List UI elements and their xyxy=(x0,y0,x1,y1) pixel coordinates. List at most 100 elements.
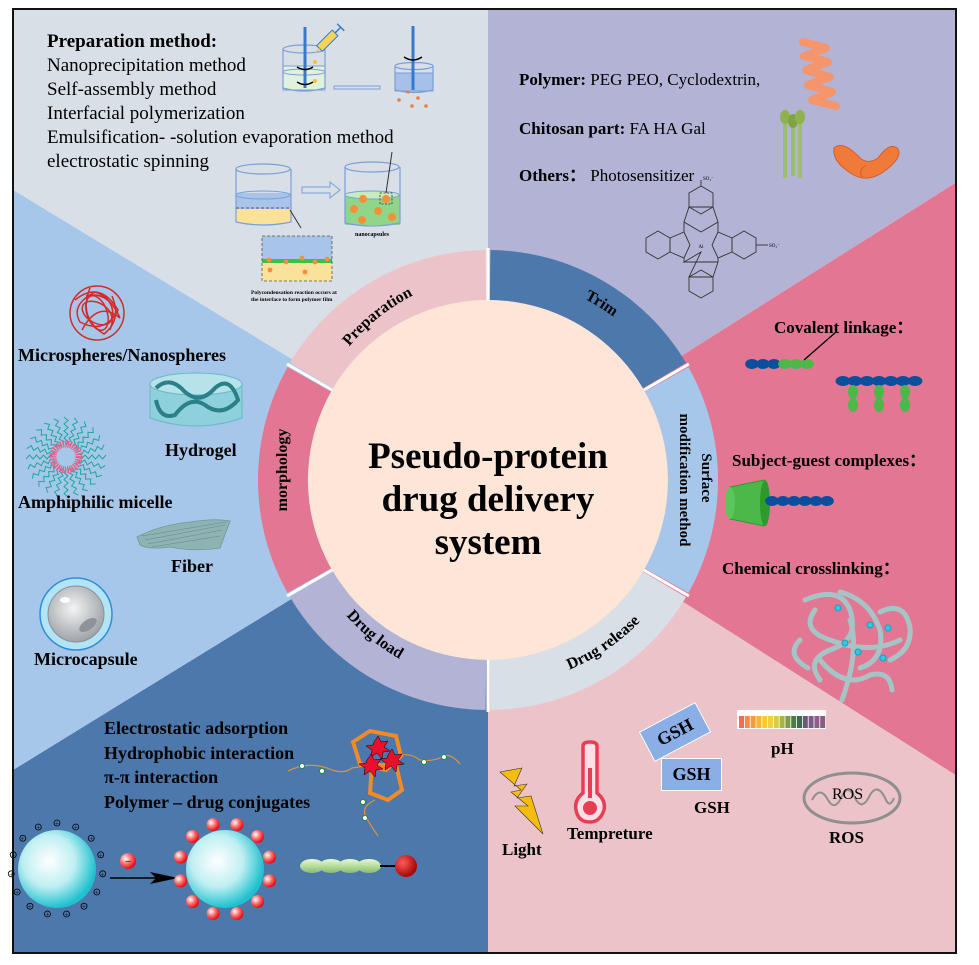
polymer-bead xyxy=(820,496,834,506)
polymer-drug-conjugate-illustration xyxy=(300,855,417,877)
ph-scale-cell xyxy=(756,716,762,728)
positive-charge-icon xyxy=(34,823,42,831)
polymer-bead xyxy=(900,398,910,412)
micelle-tail xyxy=(77,454,107,460)
polymer-bead xyxy=(798,496,812,506)
polymer-bead xyxy=(767,359,781,369)
polymer-bead xyxy=(800,359,814,369)
trim-others-value: Photosensitizer xyxy=(586,166,695,185)
micelle-tail xyxy=(44,422,61,447)
positive-charge-icon xyxy=(97,851,105,859)
ring-segment-release[interactable] xyxy=(489,571,686,710)
anion-bead xyxy=(206,818,220,832)
drug-burst-icon xyxy=(379,748,405,773)
ring-segment-load[interactable] xyxy=(290,571,487,710)
ring-divider xyxy=(641,362,690,393)
center-title-line1: Pseudo-protein xyxy=(368,436,608,477)
polymer-bead xyxy=(776,496,790,506)
ring-divider xyxy=(286,362,335,393)
fiber-label: Fiber xyxy=(171,556,213,576)
hydrogel-icon xyxy=(149,372,243,427)
positive-charge-sign: + xyxy=(36,823,40,831)
targeting-ligand-icon xyxy=(780,110,805,178)
anion-bead xyxy=(185,829,199,843)
gsh-badge-text: GSH xyxy=(672,764,711,784)
positive-charge-sign: + xyxy=(9,870,13,878)
positive-charge-sign: + xyxy=(15,889,19,897)
sector-morphology-bg xyxy=(13,189,488,771)
film-caption-line1: Polycondensation reaction occurs at xyxy=(251,290,337,296)
ros-label: ROS xyxy=(829,828,864,847)
ph-scale-cell xyxy=(750,716,756,728)
ring-divider xyxy=(286,567,335,598)
positive-charge-icon xyxy=(44,910,51,918)
positive-charge-icon xyxy=(13,888,21,896)
arrow-right-icon xyxy=(150,872,178,884)
micelle-icon xyxy=(25,416,107,498)
micelle-tail xyxy=(67,468,79,496)
anion-bead xyxy=(262,850,276,864)
positive-charge-sign: + xyxy=(21,835,25,843)
molecule-substituent-right: SO₃⁻ xyxy=(769,244,780,249)
crosslinked-network-illustration xyxy=(791,589,913,703)
positive-charge-icon xyxy=(87,834,95,842)
micelle-tail xyxy=(38,465,58,487)
drug-load-method-item: Electrostatic adsorption xyxy=(104,718,289,738)
preparation-method-item: electrostatic spinning xyxy=(47,151,209,172)
trim-chitosan-label: Chitosan part: xyxy=(519,119,626,138)
ring-segment-preparation[interactable] xyxy=(290,250,487,389)
microcapsule-label: Microcapsule xyxy=(34,649,138,669)
syringe-icon xyxy=(314,23,345,54)
ring-label-morphology[interactable]: morphology xyxy=(274,429,291,512)
micelle-tail xyxy=(74,465,96,485)
anion-bead xyxy=(251,895,265,909)
drug-load-method-item: π-π interaction xyxy=(104,767,219,787)
center-title-line3: system xyxy=(434,522,542,563)
micelle-tail xyxy=(53,468,64,497)
light-label: Light xyxy=(502,840,542,859)
covalent-linkage-label: Covalent linkage： xyxy=(774,318,914,337)
polymer-bead xyxy=(859,376,875,386)
positive-charge-sign: + xyxy=(99,851,103,859)
ring-label-surface-line2[interactable]: modification method xyxy=(676,414,692,548)
preparation-method-item: Nanoprecipitation method xyxy=(47,55,246,76)
fiber-icon xyxy=(136,519,231,551)
nanoprecipitation-illustration xyxy=(282,23,434,108)
positive-charge-icon xyxy=(80,902,88,910)
positive-charge-icon xyxy=(63,910,70,918)
ring-segment-trim[interactable] xyxy=(489,250,686,389)
micelle-tail xyxy=(77,459,106,470)
preparation-heading: Preparation method: xyxy=(47,31,218,52)
ph-scale-cell xyxy=(773,716,779,728)
gsh-badge: GSH xyxy=(661,758,722,791)
ring-segment-surface[interactable] xyxy=(644,367,718,593)
micelle-tail xyxy=(45,466,61,493)
ph-scale-cell xyxy=(802,716,808,728)
polymer-bead xyxy=(848,398,858,412)
temperature-label: Tempreture xyxy=(567,824,653,843)
category-ring xyxy=(258,248,718,712)
micelle-tail xyxy=(76,435,101,452)
thermometer-icon xyxy=(573,740,607,824)
ros-inner-label: ROS xyxy=(832,786,864,803)
trim-others-label: Others： xyxy=(519,166,587,185)
center-title: Pseudo-protein drug delivery system xyxy=(308,435,668,564)
micelle-tail xyxy=(25,454,55,460)
micelle-tail xyxy=(31,462,56,479)
polymer-bead xyxy=(907,376,923,386)
ring-label-surface-line1[interactable]: Surface xyxy=(698,453,714,502)
amphiphilic-micelle-label: Amphiphilic micelle xyxy=(18,492,173,512)
drug-burst-icon xyxy=(358,753,384,778)
ring-segment-morphology[interactable] xyxy=(258,367,332,593)
beaker-icon xyxy=(394,26,434,108)
polymer-bead xyxy=(871,376,887,386)
lightning-bolt-icon xyxy=(499,767,544,835)
polymer-bead xyxy=(874,398,884,412)
micelle-tail xyxy=(75,462,102,478)
positive-charge-sign: + xyxy=(45,910,49,918)
positive-charge-icon xyxy=(7,870,15,878)
ph-scale-cell xyxy=(779,716,785,728)
micelle-tail xyxy=(26,444,55,455)
polymer-bead xyxy=(835,376,851,386)
microspheres-label: Microspheres/Nanospheres xyxy=(18,345,227,365)
